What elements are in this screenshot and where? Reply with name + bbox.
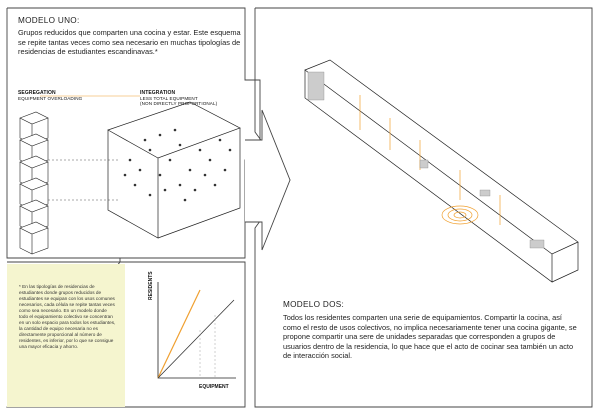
modelo-uno-title: MODELO UNO: bbox=[18, 16, 80, 25]
modelo-dos-title: MODELO DOS: bbox=[283, 300, 345, 309]
panel-left-frame bbox=[6, 7, 261, 259]
segregation-stack bbox=[19, 111, 49, 255]
residents-equipment-graph bbox=[157, 282, 236, 379]
arrow-shape bbox=[245, 109, 291, 251]
graph-x-label: EQUIPMENT bbox=[199, 384, 229, 390]
integration-label: INTEGRATION LESS TOTAL EQUIPMENT (NON DI… bbox=[140, 90, 217, 107]
segregation-label: SEGREGATION EQUIPMENT OVERLOADING bbox=[18, 90, 82, 101]
segregation-heading: SEGREGATION bbox=[18, 90, 56, 96]
modelo-dos-building bbox=[304, 59, 579, 283]
graph-line-integration bbox=[157, 299, 235, 379]
modelo-uno-body: Grupos reducidos que comparten una cocin… bbox=[18, 28, 241, 57]
graph-line-segregation bbox=[157, 289, 201, 379]
integration-sub1: LESS TOTAL EQUIPMENT bbox=[140, 96, 198, 102]
integration-box bbox=[107, 101, 241, 239]
modelo-dos-body: Todos los residentes comparten una serie… bbox=[283, 313, 577, 361]
footnote-box: * En las tipologías de residencias de es… bbox=[7, 264, 125, 407]
segregation-sub: EQUIPMENT OVERLOADING bbox=[18, 96, 83, 102]
integration-figures bbox=[123, 128, 232, 202]
modelo-dos-details bbox=[307, 71, 545, 249]
graph-y-label: RESIDENTS bbox=[148, 271, 154, 300]
footnote-text: * En las tipologías de residencias de es… bbox=[19, 284, 116, 349]
dashed-connector bbox=[48, 159, 120, 201]
integration-heading: INTEGRATION bbox=[140, 90, 176, 96]
modelo-dos-orange-lines bbox=[359, 95, 501, 225]
integration-sub2: (NON DIRECTLY PROPORTIONAL) bbox=[140, 101, 218, 107]
graph-guides bbox=[199, 315, 216, 378]
